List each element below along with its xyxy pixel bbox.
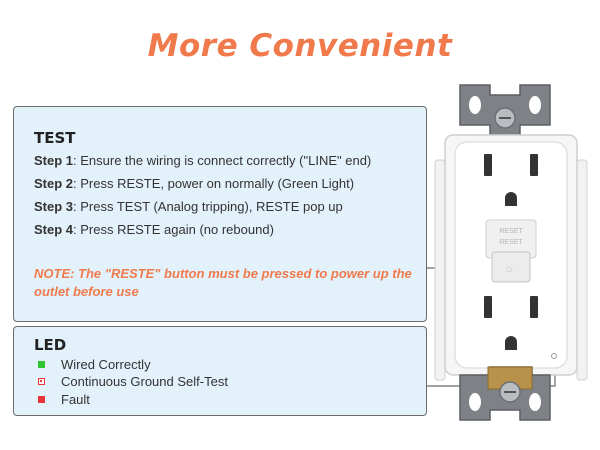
svg-text:▢ ◦: ▢ ◦ xyxy=(506,267,515,273)
step-label: Step 4 xyxy=(34,222,74,237)
test-step-3: Step 3: Press TEST (Analog tripping), RE… xyxy=(34,199,343,214)
test-heading: TEST xyxy=(34,129,76,147)
led-item-label: Fault xyxy=(61,392,90,407)
test-step-2: Step 2: Press RESTE, power on normally (… xyxy=(34,176,354,191)
test-step-4: Step 4: Press RESTE again (no rebound) xyxy=(34,222,274,237)
led-item-wired-correctly: Wired Correctly xyxy=(38,357,151,372)
upper-receptacle xyxy=(484,154,538,206)
reset-test-buttons: RESET RESET ▢ ◦ xyxy=(485,219,537,283)
led-red-swatch-icon xyxy=(38,396,45,403)
reset-note: NOTE: The "RESTE" button must be pressed… xyxy=(34,266,412,299)
test-instructions-panel: TEST Step 1: Ensure the wiring is connec… xyxy=(13,106,427,322)
gfci-outlet-image: RESET RESET ▢ ◦ xyxy=(434,84,588,421)
led-green-swatch-icon xyxy=(38,361,45,368)
bottom-mounting-strap xyxy=(459,366,551,421)
led-heading: LED xyxy=(34,336,67,354)
led-item-fault: Fault xyxy=(38,392,90,407)
led-legend-panel: LED Wired Correctly Continuous Ground Se… xyxy=(13,326,427,416)
led-blinking-red-swatch-icon xyxy=(38,378,45,385)
reset-button-label-2: RESET xyxy=(499,239,523,246)
led-indicator-icon xyxy=(551,353,557,359)
step-label: Step 1 xyxy=(34,153,74,168)
led-item-label: Wired Correctly xyxy=(61,357,151,372)
page-title: More Convenient xyxy=(147,28,453,64)
step-label: Step 3 xyxy=(34,199,74,214)
led-item-label: Continuous Ground Self-Test xyxy=(61,374,228,389)
reset-button-label: RESET xyxy=(499,228,523,235)
top-mounting-strap xyxy=(459,84,551,138)
test-step-1: Step 1: Ensure the wiring is connect cor… xyxy=(34,153,371,168)
step-text: : Ensure the wiring is connect correctly… xyxy=(73,153,372,168)
step-text: : Press TEST (Analog tripping), RESTE po… xyxy=(73,199,343,214)
led-item-self-test: Continuous Ground Self-Test xyxy=(38,374,228,389)
step-text: : Press RESTE again (no rebound) xyxy=(73,222,274,237)
step-label: Step 2 xyxy=(34,176,74,191)
lower-receptacle xyxy=(484,296,538,350)
step-text: : Press RESTE, power on normally (Green … xyxy=(73,176,355,191)
